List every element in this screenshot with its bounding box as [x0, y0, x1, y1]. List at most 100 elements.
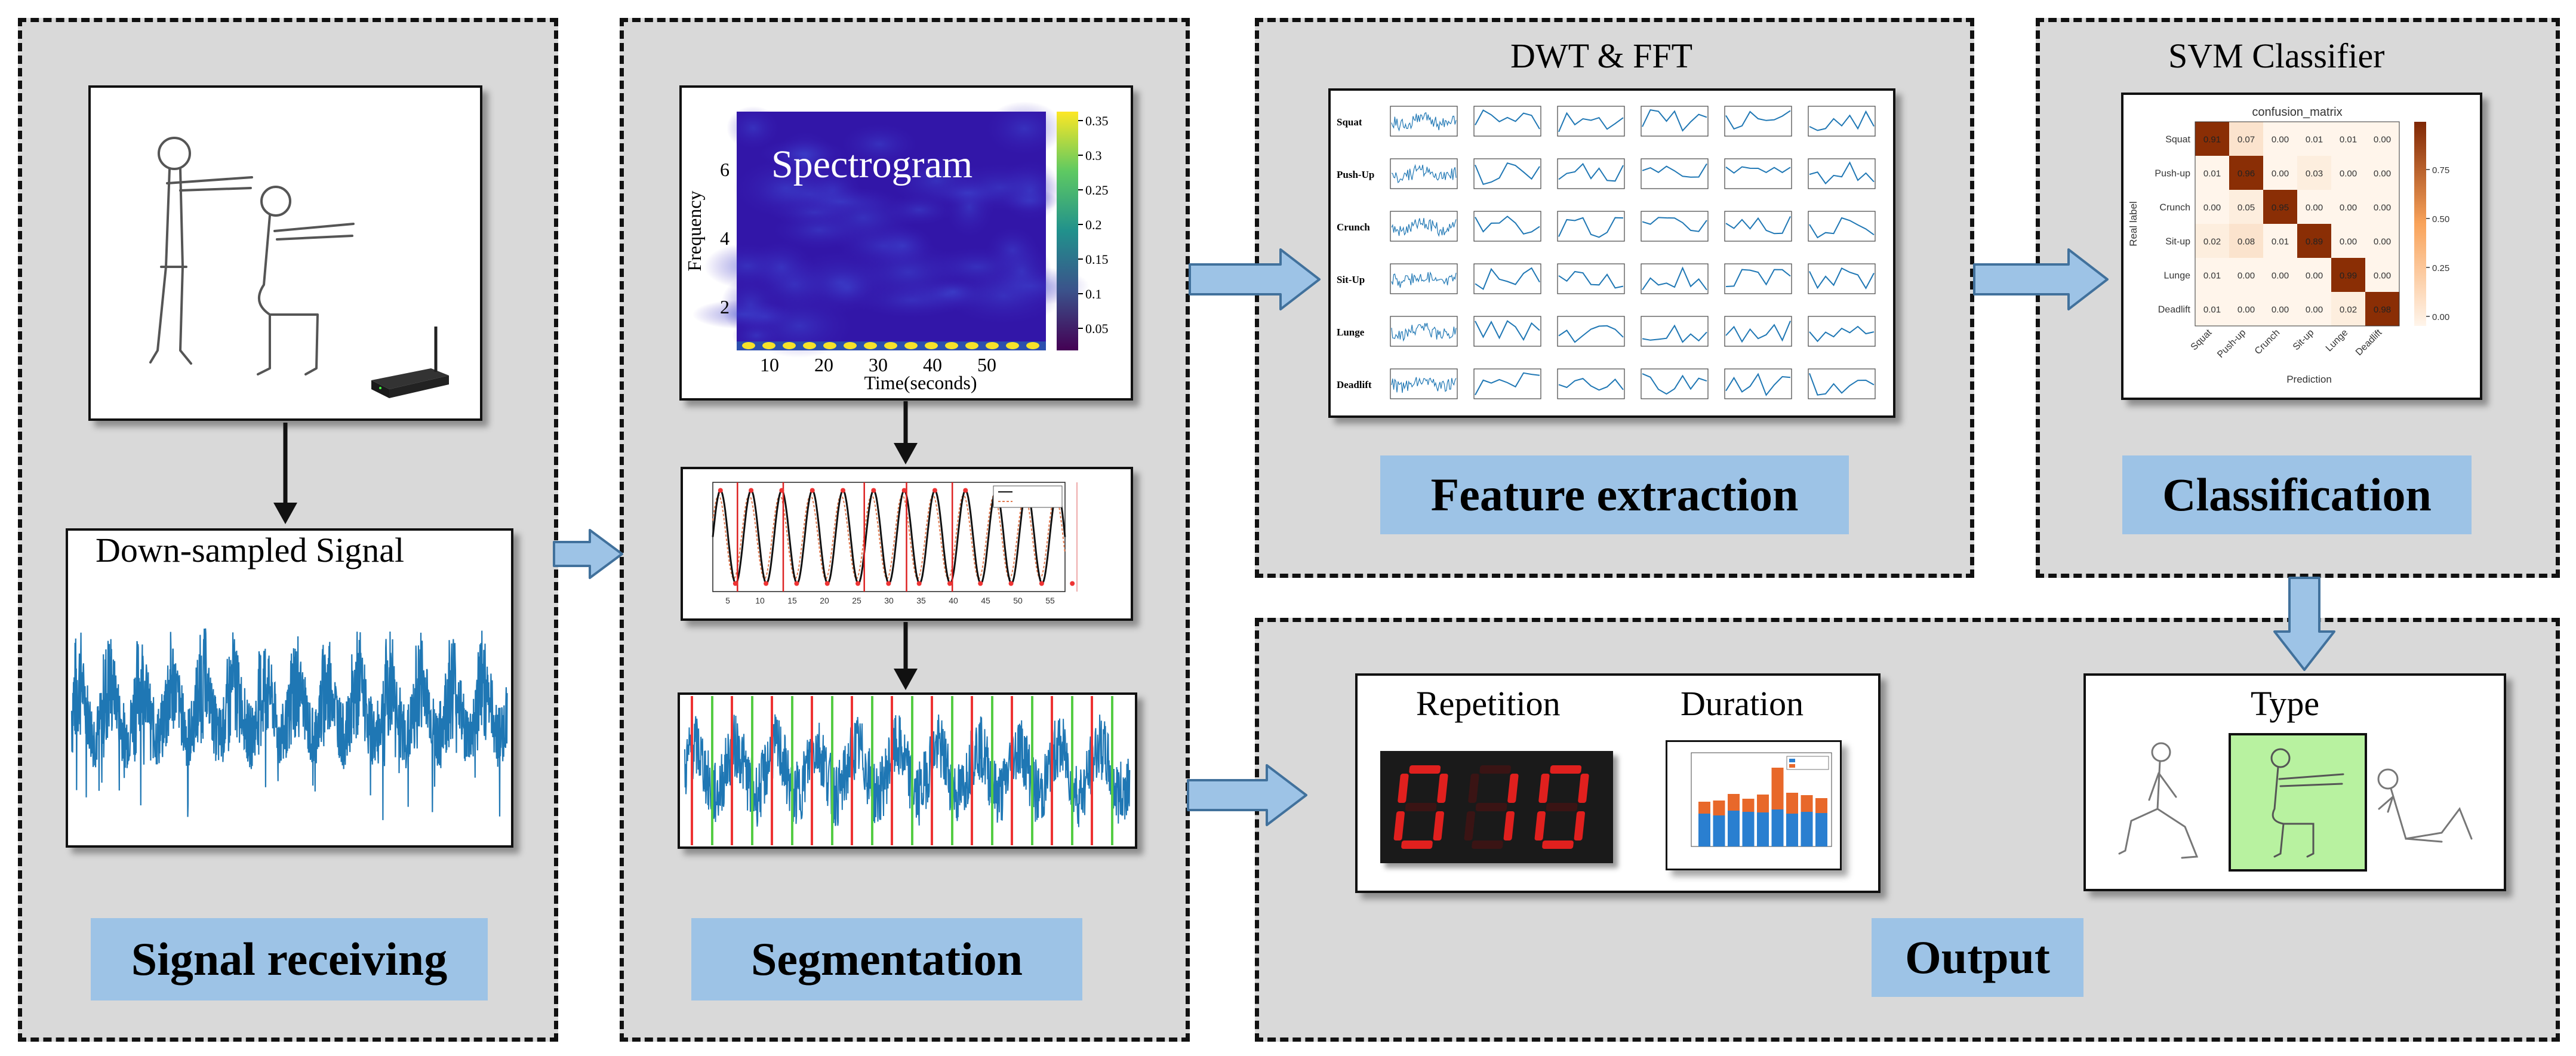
feature-row-label: Deadlift [1337, 379, 1372, 390]
colorbar-tick-label: 0.15 [1085, 252, 1109, 267]
spectrogram-xtick: 50 [977, 354, 996, 375]
feature-curve [1391, 322, 1457, 342]
peak-plot-xtick: 15 [787, 596, 797, 605]
feature-curve [1391, 218, 1457, 238]
peak-marker [749, 488, 754, 493]
confusion-cell-value: 0.00 [2374, 135, 2391, 145]
confusion-cell [2297, 156, 2331, 190]
confusion-col-label: Lunge [2324, 328, 2350, 354]
duration-legend-swatch-orange [1789, 764, 1795, 768]
arrow-signal-to-segmentation [553, 529, 623, 579]
feature-subplot [1390, 211, 1458, 242]
feature-curve [1642, 266, 1707, 291]
spectrogram-low-freq-peak [742, 342, 755, 349]
spectrogram-ylabel: Frequency [684, 190, 705, 271]
feature-curve [1391, 377, 1457, 393]
spectrogram-low-freq-peak [1006, 342, 1019, 349]
duration-bar-blue [1757, 812, 1769, 846]
confusion-cell [2297, 292, 2331, 326]
led-segment [1574, 811, 1585, 841]
feature-subplot [1557, 368, 1625, 399]
peak-marker [718, 488, 723, 493]
confusion-cell-value: 0.01 [2272, 237, 2289, 247]
feature-curve [1725, 110, 1791, 130]
spectrogram-title: Spectrogram [771, 143, 972, 186]
router-device [371, 327, 449, 398]
confusion-cell-value: 0.00 [2238, 305, 2255, 315]
feature-subplot [1724, 263, 1792, 294]
confusion-cell [2365, 224, 2399, 258]
valley-marker [855, 581, 861, 586]
feature-row-label: Lunge [1337, 327, 1365, 338]
led-segment [1578, 774, 1589, 803]
feature-subplot [1808, 316, 1876, 347]
spectrogram-ytick: 4 [720, 227, 730, 249]
feature-curve [1558, 217, 1624, 238]
feature-row-label: Sit-Up [1337, 274, 1365, 285]
confusion-cell-value: 0.01 [2306, 135, 2323, 145]
led-segment [1479, 765, 1512, 774]
confusion-ylabel: Real label [2128, 201, 2139, 247]
led-segment [1472, 841, 1503, 849]
confusion-cell-value: 0.00 [2203, 203, 2221, 213]
confusion-cell-value: 0.00 [2272, 135, 2289, 145]
confusion-col-label: Sit-up [2291, 328, 2316, 353]
feature-curve [1725, 321, 1791, 343]
confusion-grid-frame [2195, 121, 2400, 327]
confusion-cell-value: 0.02 [2203, 237, 2221, 247]
confusion-row-label: Push-up [2155, 169, 2190, 179]
confusion-cell-value: 0.08 [2238, 237, 2255, 247]
confusion-row-label: Deadlift [2158, 305, 2191, 315]
confusion-cell [2229, 156, 2263, 190]
led-segment [1433, 811, 1444, 841]
confusion-colorbar-label: 0.50 [2432, 214, 2449, 224]
feature-curve [1558, 377, 1624, 391]
confusion-cell-value: 0.00 [2272, 305, 2289, 315]
valley-marker [764, 581, 769, 586]
confusion-cell [2263, 292, 2297, 326]
feature-curve [1642, 163, 1707, 178]
down-sampled-signal-caption: Down-sampled Signal [96, 531, 405, 569]
feature-subplot [1808, 106, 1876, 137]
confusion-cell [2365, 190, 2399, 224]
confusion-cell [2365, 292, 2399, 326]
confusion-cell [2263, 156, 2297, 190]
peak-marker [779, 488, 784, 493]
feature-curve [1475, 215, 1540, 235]
led-segment [1401, 841, 1433, 849]
peak-marker [871, 488, 876, 493]
led-segment [1503, 811, 1515, 841]
colorbar-tick-label: 0.25 [1085, 183, 1109, 198]
duration-bar-blue [1728, 811, 1740, 846]
feature-subplot [1557, 263, 1625, 294]
confusion-colorbar-label: 0.75 [2432, 165, 2449, 176]
confusion-cell-value: 0.89 [2306, 237, 2323, 247]
peak-plot-legend [993, 485, 1063, 508]
feature-subplot [1724, 211, 1792, 242]
confusion-cell-value: 0.00 [2374, 237, 2391, 247]
feature-row-label: Crunch [1337, 221, 1370, 233]
duration-bar-blue [1698, 814, 1710, 846]
colorbar-tick-label: 0.3 [1085, 148, 1102, 163]
feature-curve [1391, 164, 1457, 183]
feature-curve [1558, 325, 1624, 343]
spectrogram-ytick: 2 [720, 296, 730, 318]
duration-bar-orange [1786, 793, 1798, 814]
spectrogram-colorbar [1057, 112, 1078, 350]
confusion-cell [2331, 258, 2365, 292]
duration-bar-orange [1771, 768, 1784, 809]
feature-extraction-title: DWT & FFT [1510, 36, 1693, 75]
feature-subplot [1808, 263, 1876, 294]
confusion-cell [2229, 224, 2263, 258]
duration-bar-blue [1771, 809, 1784, 846]
feature-curve [1475, 372, 1540, 396]
led-segment [1542, 841, 1574, 849]
spectrogram-energy-blob [985, 101, 1064, 156]
segmented-signal-plot [684, 696, 1131, 845]
feature-curve [1809, 325, 1875, 343]
duration-chart-card [1666, 740, 1842, 870]
confusion-cell-value: 0.00 [2340, 203, 2357, 213]
